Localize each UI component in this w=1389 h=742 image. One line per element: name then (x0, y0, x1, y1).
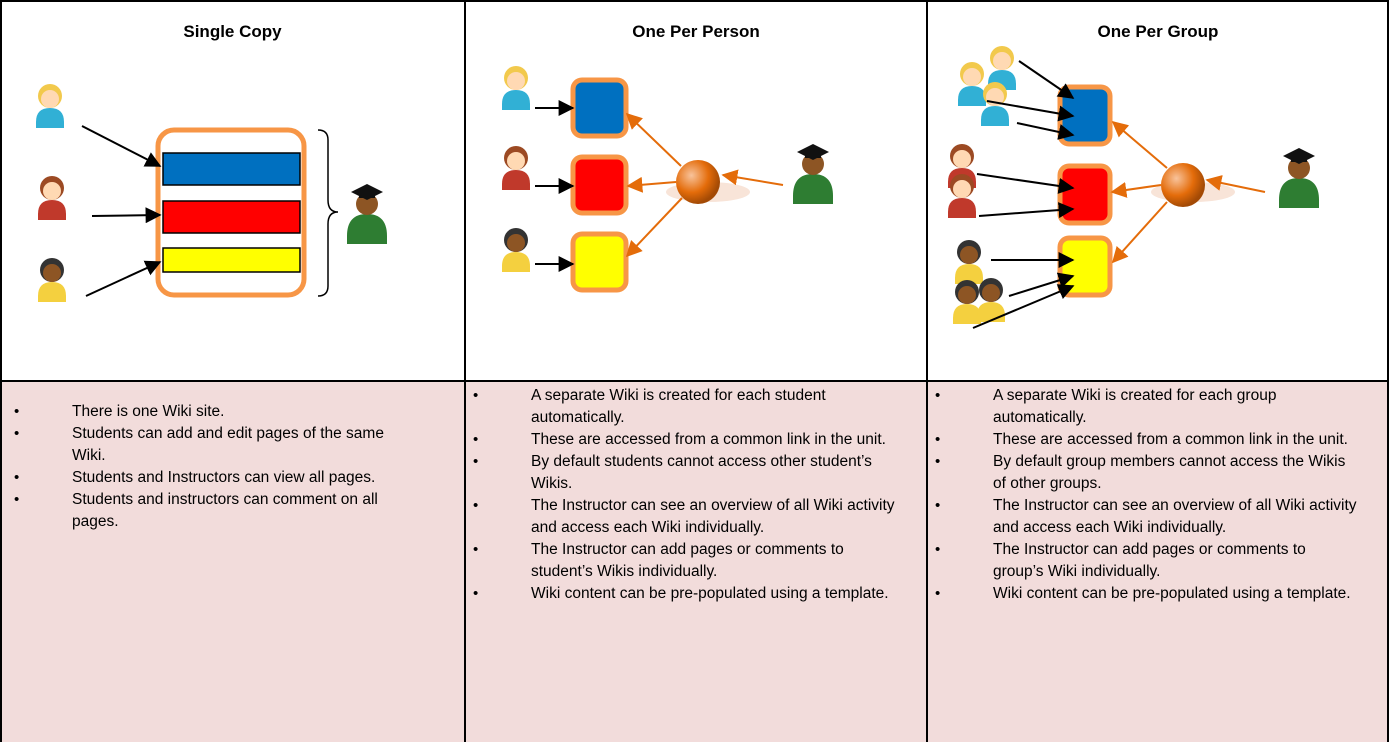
single-copy-diagram (36, 84, 387, 302)
single-copy-diagram-cell: Single Copy (0, 0, 465, 381)
list-item: Wiki content can be pre-populated using … (927, 583, 1357, 605)
brace (317, 129, 339, 297)
wiki-box-yellow (570, 231, 629, 293)
table-border-right (1387, 0, 1389, 742)
instructor-graduate-icon (1279, 148, 1319, 208)
arrow-student-1 (81, 125, 162, 167)
list-item: A separate Wiki is created for each stud… (465, 385, 895, 429)
instructor-graduate-icon (793, 144, 833, 204)
list-item: By default students cannot access other … (465, 451, 895, 495)
wiki-box-red (1057, 163, 1113, 226)
one-per-group-description-cell: A separate Wiki is created for each grou… (927, 381, 1389, 742)
list-item: A separate Wiki is created for each grou… (927, 385, 1357, 429)
one-per-group-bullets: A separate Wiki is created for each grou… (927, 385, 1357, 605)
list-item: The Instructor can add pages or comments… (465, 539, 895, 583)
student-dark-icon (38, 258, 66, 302)
instructor-graduate-icon (347, 184, 387, 244)
student-dark-icon (502, 228, 530, 272)
list-item: Wiki content can be pre-populated using … (465, 583, 895, 605)
student-group-blonde-icon (958, 46, 1016, 126)
wiki-box-blue (570, 77, 629, 139)
list-item: The Instructor can see an overview of al… (927, 495, 1357, 539)
single-wiki-box (155, 127, 307, 298)
list-item: There is one Wiki site. (6, 401, 406, 423)
student-group-redhead-icon (948, 144, 976, 218)
student-blonde-icon (36, 84, 64, 128)
list-item: The Instructor can add pages or comments… (927, 539, 1357, 583)
table-border-left (0, 0, 2, 742)
hub-sphere-icon (1161, 163, 1205, 207)
student-redhead-icon (38, 176, 66, 220)
wiki-box-yellow (1057, 235, 1113, 298)
list-item: Students can add and edit pages of the s… (6, 423, 406, 467)
list-item: Students and Instructors can view all pa… (6, 467, 406, 489)
single-copy-bullets: There is one Wiki site. Students can add… (6, 401, 406, 533)
arrow-student-3 (85, 260, 162, 297)
wiki-box-red (570, 154, 629, 216)
student-group-dark-icon (953, 240, 1005, 324)
list-item: The Instructor can see an overview of al… (465, 495, 895, 539)
one-per-person-diagram-cell: One Per Person (465, 0, 927, 381)
table-divider-1 (464, 0, 466, 742)
one-per-group-diagram (948, 46, 1319, 329)
single-copy-description-cell: There is one Wiki site. Students can add… (0, 381, 465, 742)
single-copy-title: Single Copy (183, 22, 282, 41)
one-per-person-description-cell: A separate Wiki is created for each stud… (465, 381, 927, 742)
list-item: Students and instructors can comment on … (6, 489, 406, 533)
table-row-divider (0, 380, 1389, 382)
one-per-group-title: One Per Group (1097, 22, 1219, 41)
table-divider-2 (926, 0, 928, 742)
one-per-person-bullets: A separate Wiki is created for each stud… (465, 385, 895, 605)
student-blonde-icon (502, 66, 530, 110)
list-item: By default group members cannot access t… (927, 451, 1357, 495)
one-per-person-diagram (502, 66, 833, 293)
hub-sphere-icon (676, 160, 720, 204)
table-border-top (0, 0, 1389, 2)
list-item: These are accessed from a common link in… (465, 429, 895, 451)
one-per-person-title: One Per Person (632, 22, 760, 41)
one-per-group-diagram-cell: One Per Group (927, 0, 1389, 381)
list-item: These are accessed from a common link in… (927, 429, 1357, 451)
student-redhead-icon (502, 146, 530, 190)
arrow-student-2 (91, 207, 162, 224)
